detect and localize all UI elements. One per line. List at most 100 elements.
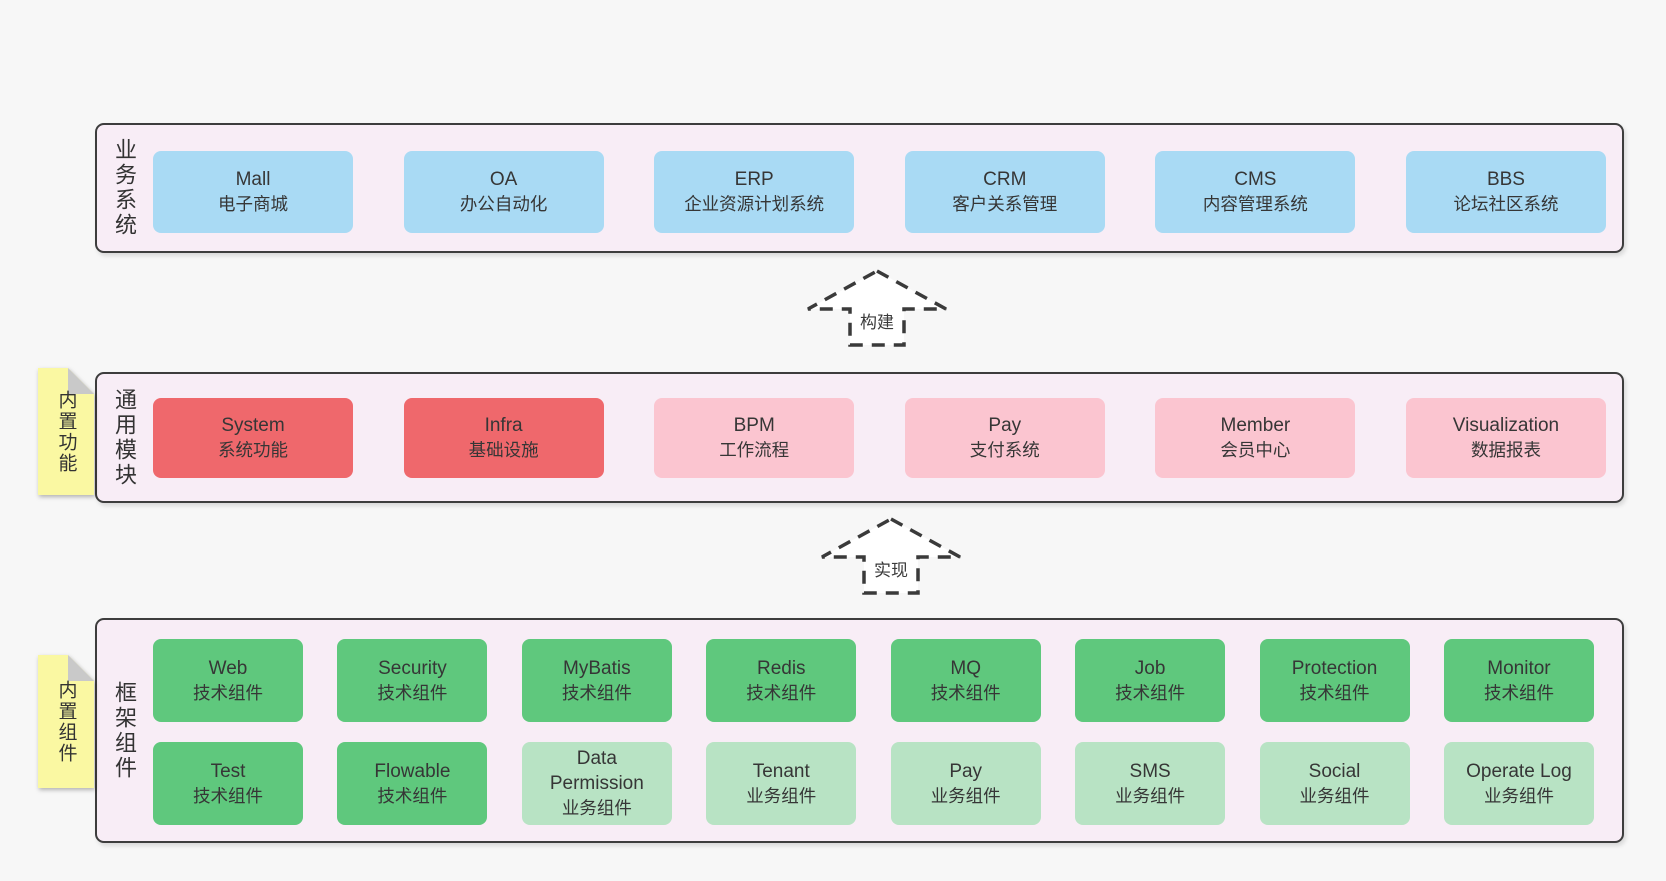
sticky-note-built-in-features: 内置功能 [38,368,94,495]
box-subtitle: 业务组件 [561,798,632,818]
box-title: Test [210,760,246,782]
box-flowable: Flowable 技术组件 [337,742,488,825]
modules-box-row: System 系统功能 Infra 基础设施 BPM 工作流程 Pay 支付系统… [153,398,1606,478]
box-title: MQ [950,657,981,679]
box-subtitle: 业务组件 [1115,785,1186,806]
box-title: Pay [988,415,1022,436]
box-title: BBS [1486,169,1525,190]
box-title: Pay [949,760,983,782]
box-operate-log: Operate Log 业务组件 [1443,742,1594,825]
box-title: BPM [733,415,775,436]
box-erp: ERP 企业资源计划系统 [654,151,855,233]
sticky-label: 内置组件 [55,679,77,764]
box-bbs: BBS 论坛社区系统 [1405,151,1606,233]
framework-box-row-1: Web 技术组件 Security 技术组件 MyBatis 技术组件 Redi… [153,639,1594,722]
box-title: MyBatis [563,657,631,679]
box-oa: OA 办公自动化 [403,151,604,233]
business-box-row: Mall 电子商城 OA 办公自动化 ERP 企业资源计划系统 CRM 客户关系… [153,151,1606,233]
build-arrow: 构建 [804,268,950,348]
box-member: Member 会员中心 [1155,398,1356,478]
box-subtitle: 技术组件 [377,785,448,806]
box-subtitle: 内容管理系统 [1202,194,1308,214]
box-title: Visualization [1452,415,1560,436]
box-title: ERP [734,169,774,190]
section-vertical-label: 业务系统 [112,138,137,238]
box-title: System [221,415,285,436]
box-title: SMS [1129,760,1171,782]
build-arrow-label: 构建 [857,308,897,333]
box-subtitle: 论坛社区系统 [1453,194,1559,214]
box-subtitle: 技术组件 [377,682,448,703]
box-test: Test 技术组件 [153,742,303,825]
box-subtitle: 业务组件 [1483,785,1554,806]
box-subtitle: 工作流程 [719,440,790,460]
box-title: Data Permission [549,748,644,794]
section-vertical-label: 框架组件 [112,680,137,781]
box-title: Flowable [374,760,451,782]
box-subtitle: 支付系统 [969,440,1040,460]
section-vertical-label: 通用模块 [112,387,137,488]
box-security: Security 技术组件 [337,639,488,722]
box-system: System 系统功能 [153,398,353,478]
box-title: Tenant [752,760,810,782]
box-sms: SMS 业务组件 [1075,742,1226,825]
box-title: Protection [1291,657,1378,679]
box-subtitle: 业务组件 [746,785,817,806]
box-title: Security [378,657,447,679]
box-title: Infra [484,415,523,436]
box-mq: MQ 技术组件 [890,639,1041,722]
box-title: Mall [235,169,271,190]
box-data-permission: Data Permission 业务组件 [521,742,672,825]
box-title: Member [1220,415,1291,436]
box-mybatis: MyBatis 技术组件 [521,639,672,722]
box-subtitle: 技术组件 [193,785,263,806]
box-subtitle: 会员中心 [1220,440,1291,460]
box-title: Operate Log [1466,760,1572,782]
sticky-label: 内置功能 [55,389,77,474]
box-visualization: Visualization 数据报表 [1405,398,1606,478]
box-subtitle: 技术组件 [1483,682,1554,703]
box-infra: Infra 基础设施 [403,398,604,478]
box-redis: Redis 技术组件 [706,639,857,722]
box-subtitle: 业务组件 [930,785,1001,806]
box-title: Redis [756,657,806,679]
box-subtitle: 办公自动化 [459,194,548,214]
box-title: CMS [1234,169,1277,190]
box-job: Job 技术组件 [1075,639,1226,722]
box-subtitle: 电子商城 [218,194,288,214]
sticky-note-built-in-components: 内置组件 [38,655,94,788]
box-title: Web [208,657,248,679]
section-business-systems: 业务系统 Mall 电子商城 OA 办公自动化 ERP 企业资源计划系统 CRM… [95,123,1624,253]
box-subtitle: 技术组件 [746,682,817,703]
box-title: Job [1134,657,1166,679]
box-subtitle: 技术组件 [930,682,1001,703]
implement-arrow: 实现 [818,516,964,596]
box-tenant: Tenant 业务组件 [706,742,857,825]
box-subtitle: 技术组件 [1299,682,1370,703]
box-title: CRM [983,169,1027,190]
box-pay-business: Pay 业务组件 [890,742,1041,825]
box-subtitle: 数据报表 [1470,440,1541,460]
box-subtitle: 业务组件 [1299,785,1370,806]
box-crm: CRM 客户关系管理 [904,151,1105,233]
framework-box-row-2: Test 技术组件 Flowable 技术组件 Data Permission … [153,742,1594,825]
box-subtitle: 系统功能 [218,440,288,460]
box-cms: CMS 内容管理系统 [1155,151,1356,233]
box-subtitle: 技术组件 [193,682,263,703]
box-subtitle: 企业资源计划系统 [684,194,825,214]
box-mall: Mall 电子商城 [153,151,353,233]
box-subtitle: 技术组件 [561,682,632,703]
box-web: Web 技术组件 [153,639,303,722]
section-common-modules: 通用模块 System 系统功能 Infra 基础设施 BPM 工作流程 Pay… [95,372,1624,503]
box-pay: Pay 支付系统 [904,398,1105,478]
box-subtitle: 基础设施 [468,440,539,460]
box-social: Social 业务组件 [1259,742,1410,825]
box-title: Monitor [1487,657,1551,679]
box-bpm: BPM 工作流程 [654,398,855,478]
box-title: OA [489,169,518,190]
implement-arrow-label: 实现 [871,556,911,581]
box-subtitle: 技术组件 [1115,682,1186,703]
box-monitor: Monitor 技术组件 [1443,639,1594,722]
box-protection: Protection 技术组件 [1259,639,1410,722]
